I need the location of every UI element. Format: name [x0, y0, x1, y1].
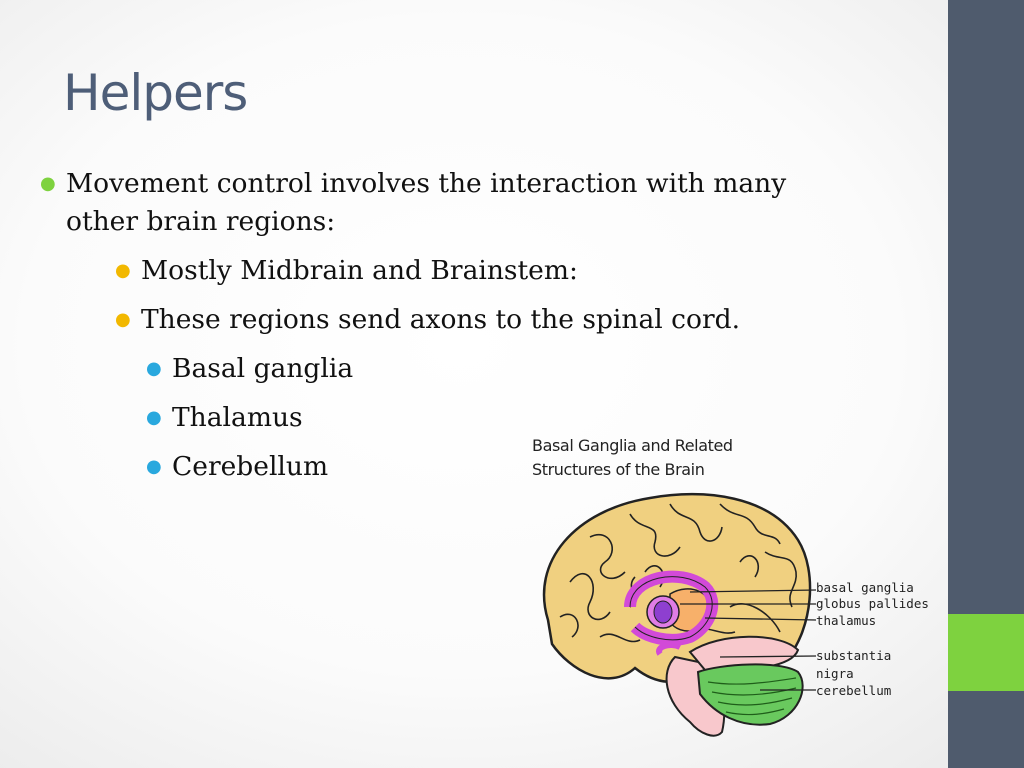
brain-figure: Basal Ganglia and Related Structures of …: [530, 432, 930, 752]
figure-caption-line-1: Basal Ganglia and Related: [532, 436, 733, 455]
bullet-text: Movement control involves the interactio…: [66, 168, 787, 237]
bullet-item: ● Thalamus: [146, 399, 800, 437]
bullet-text: Thalamus: [172, 402, 303, 433]
bullet-dot-icon: ●: [115, 309, 131, 330]
bullet-item: ● These regions send axons to the spinal…: [115, 301, 800, 339]
bullet-item: ● Basal ganglia: [146, 350, 800, 388]
slide-title: Helpers: [63, 64, 248, 122]
label-substantia: substantia: [816, 648, 892, 663]
label-nigra: nigra: [816, 666, 854, 681]
gyri-lines: [559, 503, 797, 643]
bullet-item: ● Movement control involves the interact…: [40, 165, 800, 241]
bullet-item: ● Mostly Midbrain and Brainstem:: [115, 252, 800, 290]
figure-caption: Basal Ganglia and Related Structures of …: [532, 434, 733, 482]
bullet-text: Mostly Midbrain and Brainstem:: [141, 255, 578, 286]
bullet-dot-icon: ●: [146, 358, 162, 379]
label-thalamus: thalamus: [816, 613, 877, 628]
bullet-list: ● Movement control involves the interact…: [40, 165, 800, 486]
figure-caption-line-2: Structures of the Brain: [532, 460, 705, 479]
accent-block: [948, 614, 1024, 691]
bullet-text: Cerebellum: [172, 451, 329, 482]
label-basal-ganglia: basal ganglia: [816, 580, 914, 595]
label-leader-lines: [680, 589, 817, 691]
bullet-dot-icon: ●: [146, 407, 162, 428]
label-cerebellum: cerebellum: [816, 683, 892, 698]
brain-illustration: [542, 492, 817, 737]
bullet-dot-icon: ●: [146, 456, 162, 477]
label-globus-pallides: globus pallides: [816, 596, 929, 611]
bullet-item: ● Cerebellum: [146, 448, 800, 486]
bullet-text: Basal ganglia: [172, 353, 354, 384]
bullet-text: These regions send axons to the spinal c…: [141, 304, 740, 335]
cerebellum-folia: [707, 677, 797, 716]
bullet-dot-icon: ●: [40, 173, 56, 194]
bullet-dot-icon: ●: [115, 260, 131, 281]
